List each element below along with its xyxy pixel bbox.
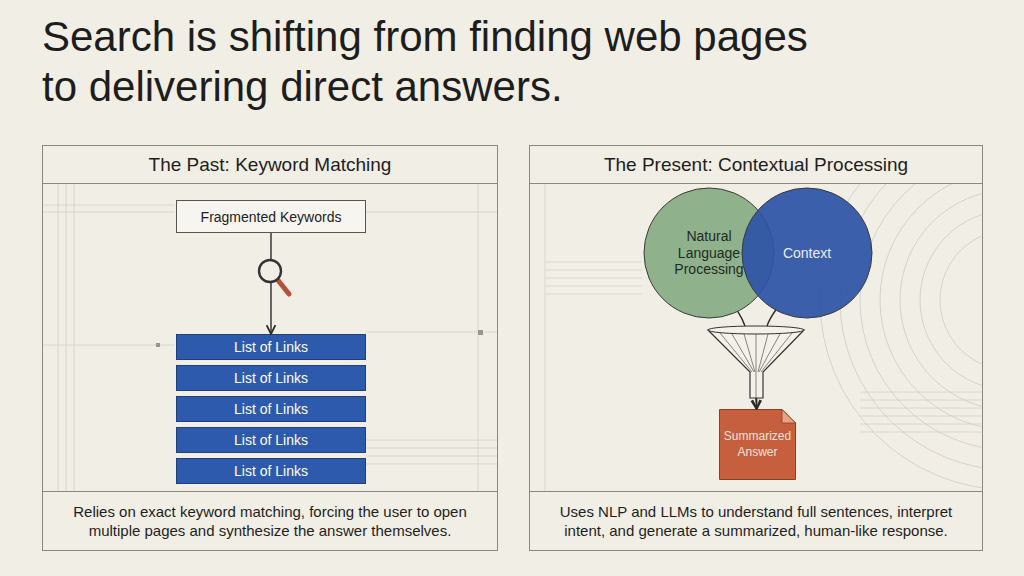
node-label: List of Links xyxy=(234,432,308,448)
node-label: List of Links xyxy=(234,401,308,417)
grid-line xyxy=(545,286,642,287)
panel-header: The Present: Contextual Processing xyxy=(530,146,982,184)
grid-line xyxy=(365,332,497,333)
arc-line xyxy=(900,190,982,410)
grid-line xyxy=(545,262,642,263)
funnel-line xyxy=(720,333,752,372)
funnel-lines xyxy=(720,333,792,398)
grid-lines xyxy=(43,184,982,491)
panel-box: The Present: Contextual ProcessingUses N… xyxy=(529,145,983,551)
link-box: List of Links xyxy=(176,458,366,484)
grid-line xyxy=(860,424,982,425)
panel-caption: Relies on exact keyword matching, forcin… xyxy=(43,491,497,550)
node-label: List of Links xyxy=(234,339,308,355)
link-box: List of Links xyxy=(176,365,366,391)
grid-line xyxy=(365,464,497,465)
magnifier-lens xyxy=(259,260,281,282)
arc-line xyxy=(940,230,982,370)
grid-line xyxy=(43,345,175,346)
connector-arrow xyxy=(270,233,271,334)
grid-line xyxy=(74,184,75,491)
panel-header: The Past: Keyword Matching xyxy=(43,146,497,184)
connector-arrow xyxy=(738,311,757,409)
link-box: List of Links xyxy=(176,334,366,360)
node-label: Context xyxy=(757,245,857,262)
grid-line xyxy=(545,278,642,279)
panel-box: The Past: Keyword MatchingRelies on exac… xyxy=(42,145,498,551)
circle-outline xyxy=(742,188,872,318)
grid-line xyxy=(365,440,497,441)
grid-line xyxy=(860,408,982,409)
venn-circle: Context xyxy=(741,187,873,319)
funnel-rim xyxy=(708,326,804,334)
node-label: List of Links xyxy=(234,370,308,386)
grid-line xyxy=(545,270,642,271)
funnel-line xyxy=(756,372,757,398)
funnel-body xyxy=(708,330,804,398)
grid-marker xyxy=(156,343,160,347)
grid-line xyxy=(43,212,175,213)
diagram-title: Search is shifting from finding web page… xyxy=(42,12,812,112)
grid-line xyxy=(365,456,497,457)
grid-line xyxy=(478,184,479,491)
grid-line xyxy=(860,392,982,393)
panel-caption: Uses NLP and LLMs to understand full sen… xyxy=(530,491,982,550)
document-outline xyxy=(720,410,796,480)
grid-line xyxy=(545,184,546,491)
arc-line xyxy=(860,184,982,450)
funnel-line xyxy=(744,334,755,372)
answer-document: Summarized Answer xyxy=(719,409,796,480)
link-box: List of Links xyxy=(176,427,366,453)
node-label: Natural Language Processing xyxy=(663,228,755,278)
grid-line xyxy=(860,416,982,417)
grid-line xyxy=(365,212,497,213)
grid-line xyxy=(43,205,175,206)
funnel-line xyxy=(759,334,780,372)
funnel-line xyxy=(732,334,754,372)
connector-arrow xyxy=(756,310,776,409)
grid-line xyxy=(860,432,982,433)
grid-line xyxy=(365,448,497,449)
node-label: Summarized Answer xyxy=(723,429,793,460)
funnel-icon xyxy=(708,326,804,398)
magnifier-icon xyxy=(259,260,289,294)
grid-line xyxy=(545,294,642,295)
node-label: List of Links xyxy=(234,463,308,479)
link-box: List of Links xyxy=(176,396,366,422)
funnel-line xyxy=(756,334,757,372)
document-fold xyxy=(782,410,796,424)
node-label: Fragmented Keywords xyxy=(201,209,342,225)
grid-line xyxy=(58,184,59,491)
magnifier-handle xyxy=(277,279,289,294)
grid-line xyxy=(860,400,982,401)
keyword-box: Fragmented Keywords xyxy=(176,200,366,233)
arc-line xyxy=(880,184,982,430)
funnel-line xyxy=(758,334,768,372)
grid-marker xyxy=(478,330,483,335)
funnel-line xyxy=(761,333,792,372)
arc-line xyxy=(920,210,982,390)
grid-line xyxy=(66,184,67,491)
